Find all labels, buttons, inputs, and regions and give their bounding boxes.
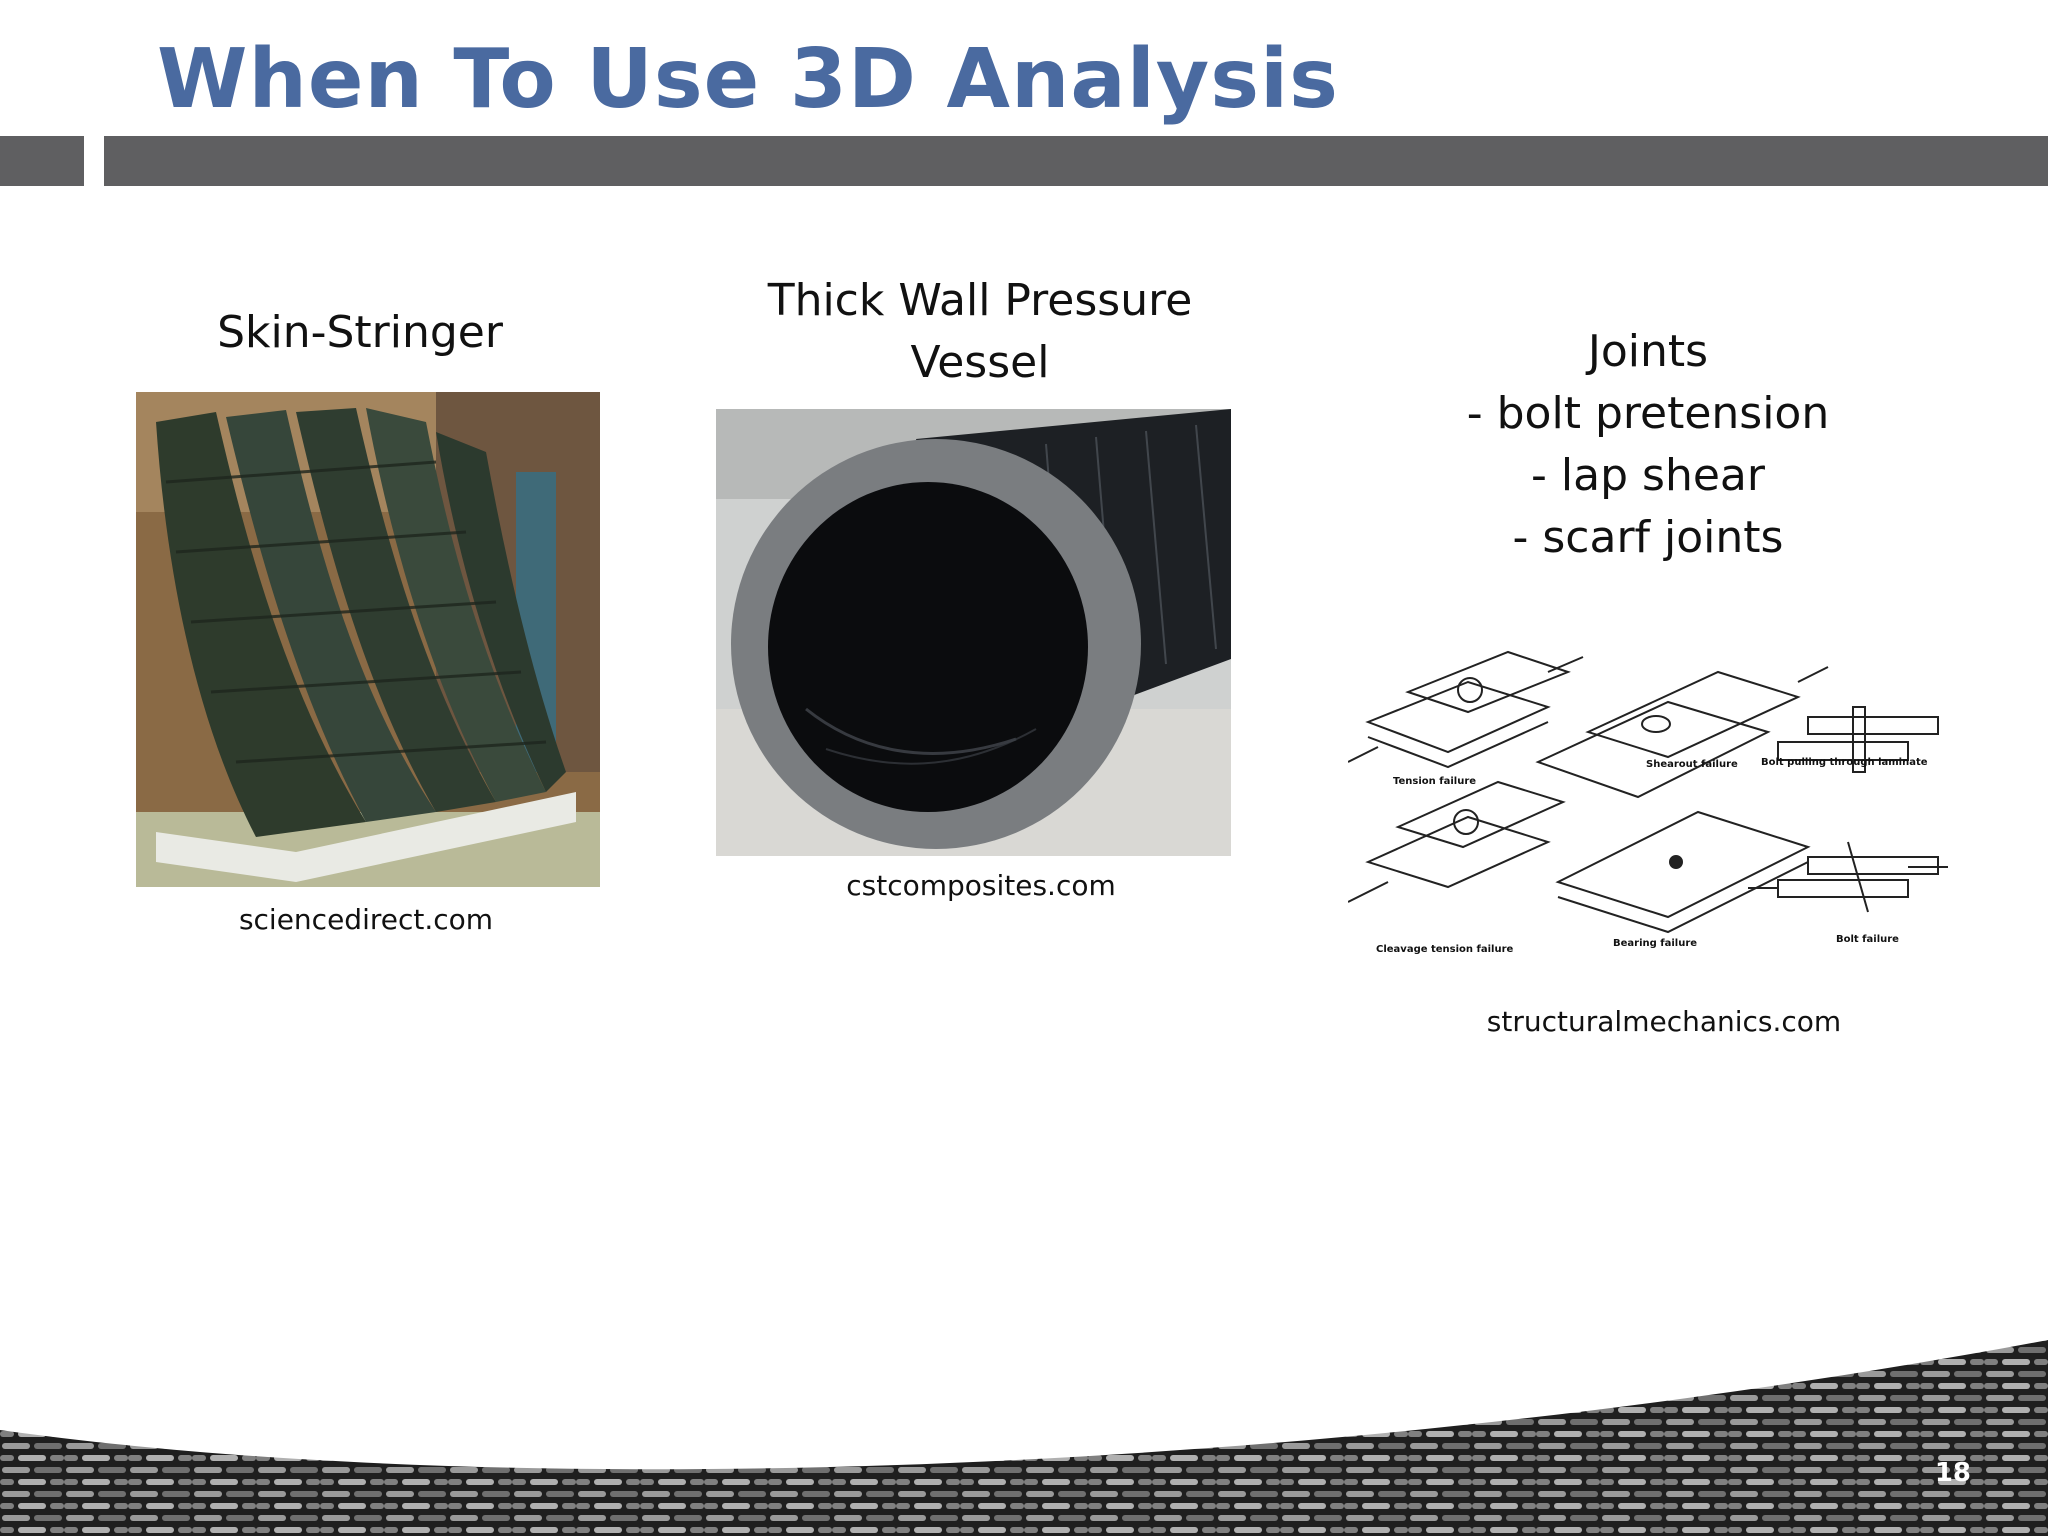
page-number: 18 [1934,1458,1971,1488]
pressure-vessel-heading-line2: Vessel [910,337,1050,388]
skin-stringer-caption[interactable]: sciencedirect.com [238,903,494,936]
slide-title: When To Use 3D Analysis [157,32,1339,127]
diagram-label-bearing: Bearing failure [1613,938,1697,949]
diagram-label-shearout: Shearout failure [1646,759,1738,770]
pressure-vessel-caption[interactable]: cstcomposites.com [846,869,1116,902]
pressure-vessel-photo [716,409,1231,856]
joint-failure-diagram: Tension failure Shearout failure Bolt pu… [1348,612,1960,960]
pressure-vessel-heading: Thick Wall Pressure Vessel [720,270,1240,394]
joints-heading-line3: - lap shear [1531,450,1765,501]
joints-heading-line4: - scarf joints [1512,512,1784,563]
diagram-label-cleavage: Cleavage tension failure [1376,944,1514,955]
joints-heading-line1: Joints [1587,326,1709,377]
diagram-label-bolt-pulling: Bolt pulling through laminate [1761,757,1928,768]
header-bar [104,136,2048,186]
diagram-label-bolt-failure: Bolt failure [1836,934,1899,945]
diagram-label-tension: Tension failure [1393,776,1476,787]
pressure-vessel-heading-line1: Thick Wall Pressure [767,275,1193,326]
joints-heading-line2: - bolt pretension [1466,388,1830,439]
skin-stringer-photo [136,392,600,887]
joints-caption[interactable]: structuralmechanics.com [1486,1005,1842,1038]
joints-heading: Joints - bolt pretension - lap shear - s… [1368,321,1928,569]
skin-stringer-heading: Skin-Stringer [217,307,503,358]
header-bar-left [0,136,84,186]
